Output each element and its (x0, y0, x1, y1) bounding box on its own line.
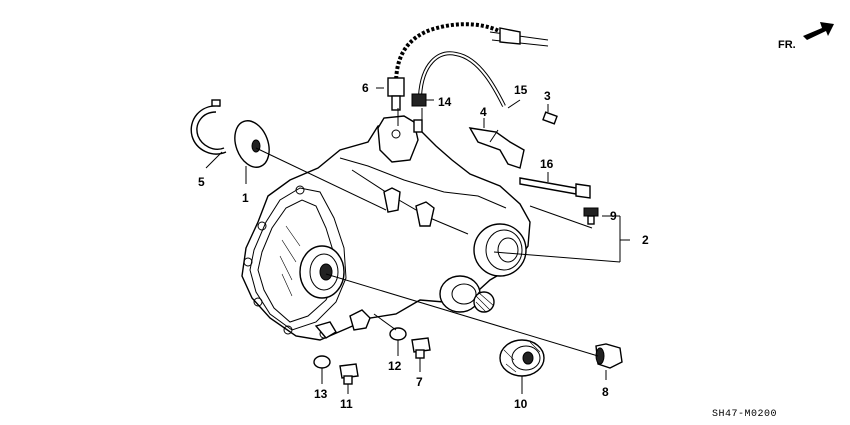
threaded-stub (473, 291, 495, 313)
callout-2: 2 (642, 233, 649, 247)
callout-6: 6 (362, 81, 369, 95)
bearing (499, 339, 545, 377)
callout-8: 8 (602, 385, 609, 399)
callout-1: 1 (242, 191, 249, 205)
long-bolt (519, 177, 591, 199)
callout-4: 4 (480, 105, 487, 119)
drain-plug (583, 207, 599, 225)
lower-washer (313, 355, 331, 369)
bracket (468, 127, 525, 169)
callout-9: 9 (610, 209, 617, 223)
breather-tube (418, 51, 506, 107)
leader-lines (205, 87, 630, 394)
snap-ring (190, 99, 227, 155)
plug (542, 111, 558, 125)
tube-clip (411, 93, 427, 133)
drawing-code: SH47-M0200 (712, 409, 777, 420)
short-bolt (411, 337, 431, 359)
shim-plate (234, 120, 270, 168)
callout-7: 7 (416, 375, 423, 389)
callout-12: 12 (388, 359, 402, 373)
transfer-case-housing (241, 115, 531, 341)
callout-10: 10 (514, 397, 528, 411)
callout-5: 5 (198, 175, 205, 189)
lower-bolt (339, 363, 359, 385)
front-direction-arrow-icon (803, 22, 834, 40)
oil-seal (595, 343, 623, 369)
speedometer-cable (387, 22, 549, 111)
callout-14: 14 (438, 95, 452, 109)
callout-13: 13 (314, 387, 328, 401)
callout-15: 15 (514, 83, 528, 97)
front-direction-label: FR. (778, 39, 796, 51)
callout-16: 16 (540, 157, 554, 171)
washer (389, 327, 407, 341)
callout-11: 11 (340, 397, 353, 411)
callout-3: 3 (544, 89, 551, 103)
